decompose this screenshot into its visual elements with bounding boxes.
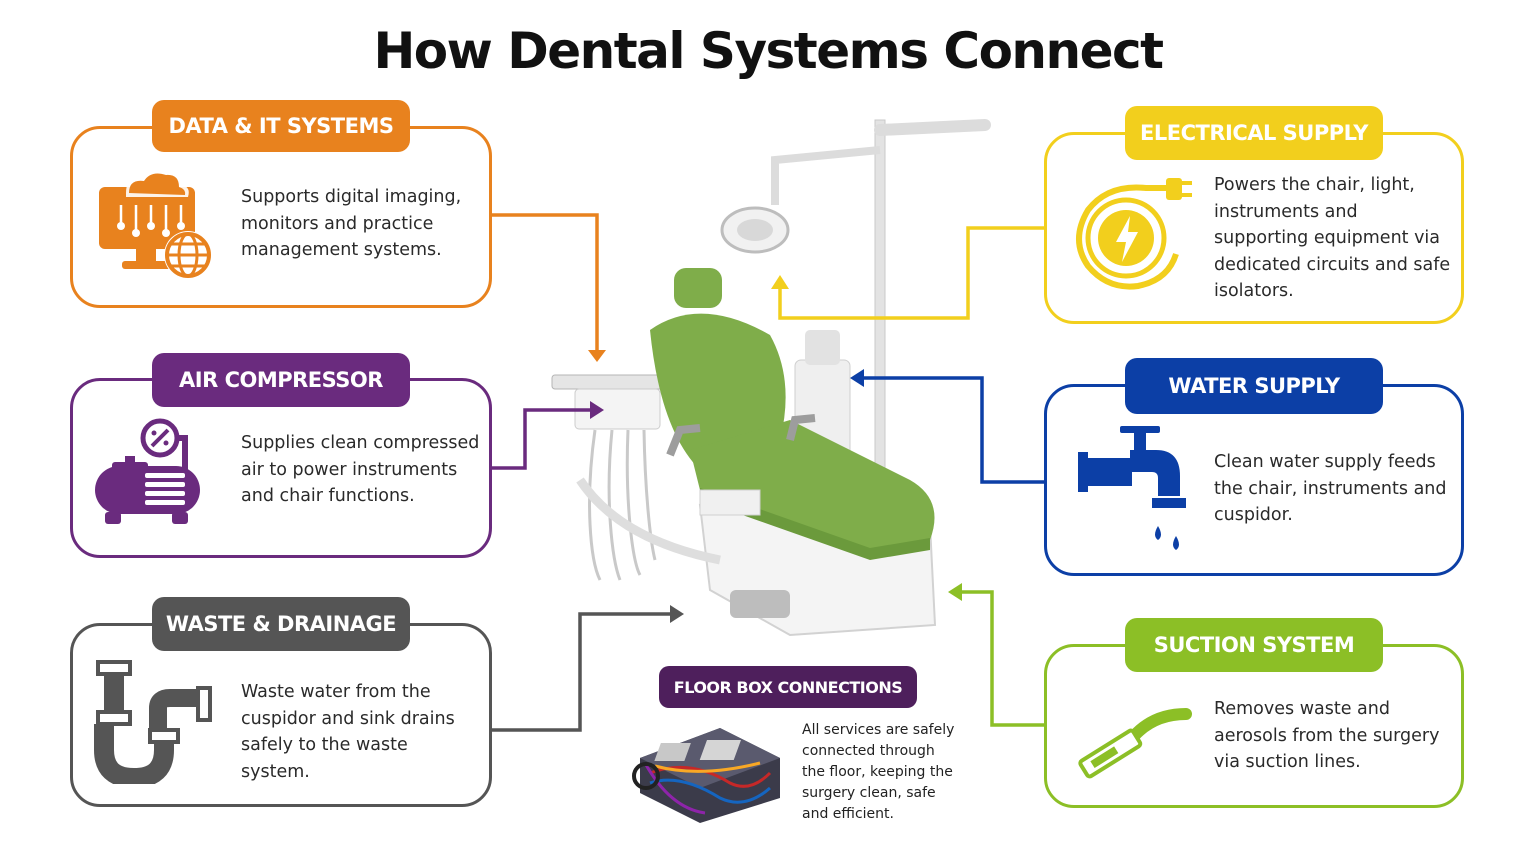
dental-chair-illustration [551, 119, 991, 637]
power-plug-icon [1076, 178, 1192, 290]
air-compressor-icon [95, 418, 200, 524]
water-supply-description: Clean water supply feeds the chair, inst… [1214, 452, 1447, 525]
floor-box-description: All services are safely connected throug… [802, 722, 955, 822]
floor-box-label: FLOOR BOX CONNECTIONS [659, 666, 917, 708]
air-compressor-label: AIR COMPRESSOR [152, 353, 410, 407]
suction-tip-icon [1078, 708, 1192, 779]
electrical-supply-description: Powers the chair, light, instruments and… [1214, 175, 1451, 301]
computer-cloud-globe-icon [99, 169, 212, 279]
suction-system-description: Removes waste and aerosols from the surg… [1214, 699, 1440, 772]
water-supply-label: WATER SUPPLY [1125, 358, 1383, 414]
drain-pipe-icon [94, 660, 212, 784]
electrical-supply-label: ELECTRICAL SUPPLY [1125, 106, 1383, 160]
floor-box-illustration [632, 728, 780, 823]
waste-drainage-label: WASTE & DRAINAGE [152, 597, 410, 651]
waste-drainage-description: Waste water from the cuspidor and sink d… [241, 682, 455, 782]
suction-system-label: SUCTION SYSTEM [1125, 618, 1383, 672]
data-systems-description: Supports digital imaging, monitors and p… [241, 187, 462, 260]
data-systems-label: DATA & IT SYSTEMS [152, 100, 410, 152]
water-supply-box [1044, 384, 1464, 576]
air-compressor-description: Supplies clean compressed air to power i… [241, 433, 480, 506]
water-tap-icon [1078, 426, 1186, 550]
page-title: How Dental Systems Connect [373, 22, 1164, 80]
